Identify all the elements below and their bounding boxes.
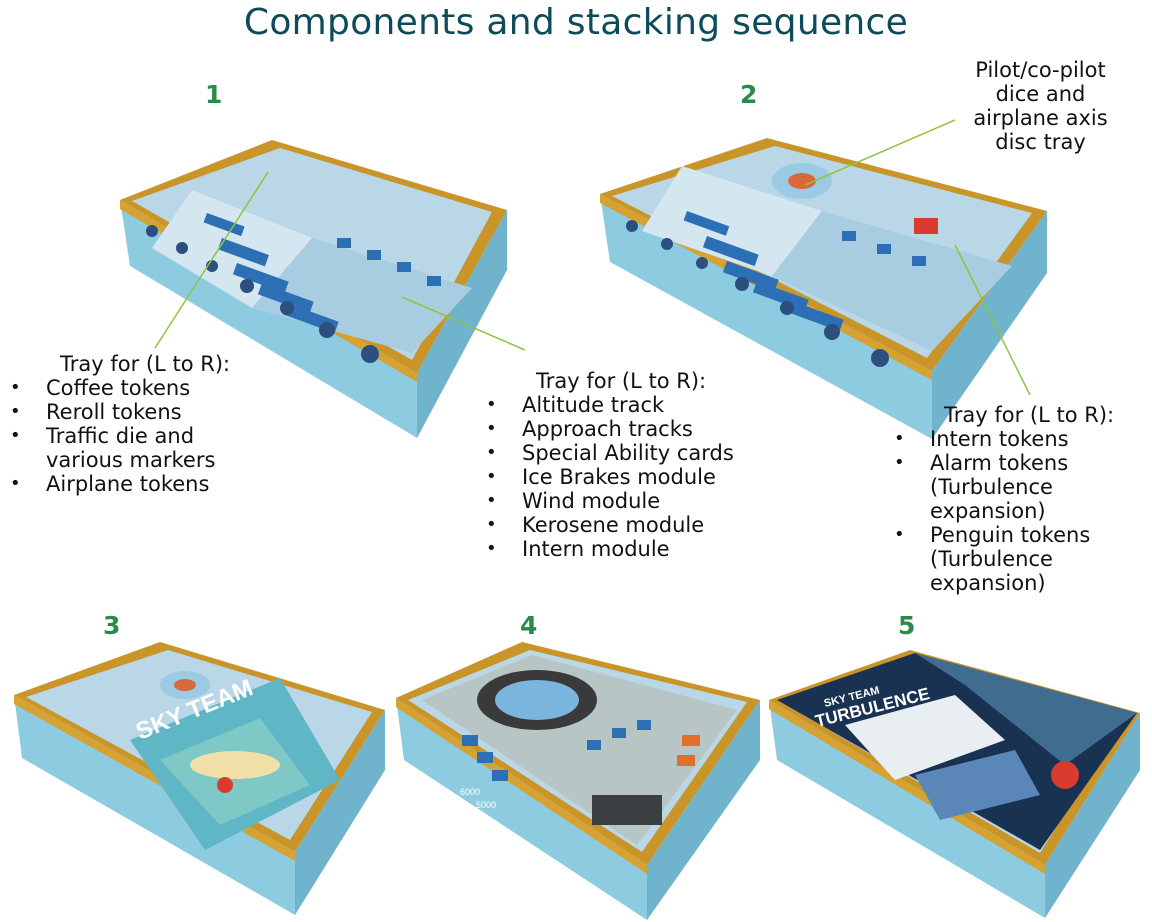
callout-line: airplane axis xyxy=(973,106,1108,130)
tray-label-right: Tray for (L to R): Intern tokens Alarm t… xyxy=(894,403,1114,595)
tray-item-list: Altitude track Approach tracks Special A… xyxy=(486,393,734,561)
altitude-label: 6000 xyxy=(460,787,480,797)
list-item: Wind module xyxy=(486,489,734,513)
list-item-continued: expansion) xyxy=(894,499,1114,523)
list-item-text: expansion) xyxy=(930,571,1046,595)
list-item-text: (Turbulence xyxy=(930,475,1053,499)
tray-label-left: Tray for (L to R): Coffee tokens Reroll … xyxy=(10,352,230,496)
step-number-4: 4 xyxy=(520,611,538,640)
list-item: Alarm tokens xyxy=(894,451,1114,475)
tray-item-list: Coffee tokens Reroll tokens Traffic die … xyxy=(10,376,230,496)
box-step-5: SKY TEAM TURBULENCE xyxy=(769,650,1140,918)
altitude-label: 5000 xyxy=(476,800,496,810)
list-item: Reroll tokens xyxy=(10,400,230,424)
callout-dice-disc-tray: Pilot/co-pilot dice and airplane axis di… xyxy=(948,58,1133,154)
list-item: Traffic die and xyxy=(10,424,230,448)
list-item-continued: (Turbulence xyxy=(894,547,1114,571)
tray-heading: Tray for (L to R): xyxy=(944,403,1115,427)
list-item-continued: expansion) xyxy=(894,571,1114,595)
callout-line: disc tray xyxy=(995,130,1086,154)
step-number-1: 1 xyxy=(205,80,223,109)
list-item-text: expansion) xyxy=(930,499,1046,523)
list-item-text: (Turbulence xyxy=(930,547,1053,571)
list-item: Altitude track xyxy=(486,393,734,417)
box-step-3: SKY TEAM xyxy=(14,642,385,915)
list-item-text: various markers xyxy=(46,448,216,472)
list-item: Approach tracks xyxy=(486,417,734,441)
list-item: Special Ability cards xyxy=(486,441,734,465)
tray-heading: Tray for (L to R): xyxy=(60,352,231,376)
step-number-5: 5 xyxy=(898,611,916,640)
callout-line: Pilot/co-pilot xyxy=(975,58,1106,82)
list-item-continued: (Turbulence xyxy=(894,475,1114,499)
box-step-4: 6000 5000 xyxy=(396,642,760,920)
list-item-continued: various markers xyxy=(10,448,230,472)
tray-item-list: Intern tokens Alarm tokens (Turbulence e… xyxy=(894,427,1114,595)
tray-label-middle: Tray for (L to R): Altitude track Approa… xyxy=(486,369,734,561)
list-item: Intern module xyxy=(486,537,734,561)
list-item: Penguin tokens xyxy=(894,523,1114,547)
callout-line: dice and xyxy=(995,82,1086,106)
step-number-3: 3 xyxy=(103,611,121,640)
list-item: Kerosene module xyxy=(486,513,734,537)
step-number-2: 2 xyxy=(740,80,758,109)
list-item: Intern tokens xyxy=(894,427,1114,451)
list-item: Coffee tokens xyxy=(10,376,230,400)
list-item: Ice Brakes module xyxy=(486,465,734,489)
page-title: Components and stacking sequence xyxy=(243,2,909,43)
tray-heading: Tray for (L to R): xyxy=(536,369,707,393)
list-item: Airplane tokens xyxy=(10,472,230,496)
